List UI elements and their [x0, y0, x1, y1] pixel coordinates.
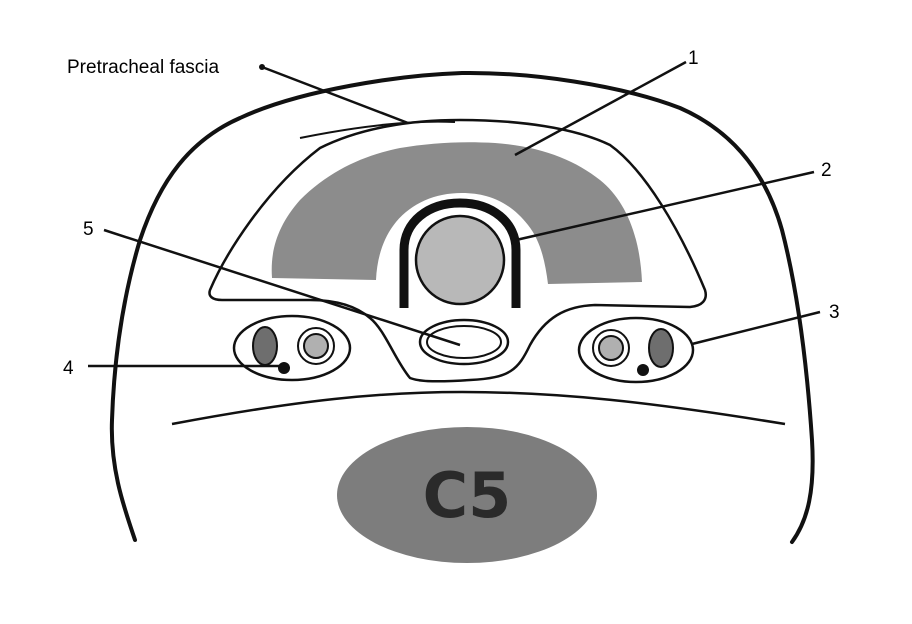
vertebra-label: C5: [423, 459, 512, 532]
jugular-vein-right: [648, 328, 674, 368]
esophagus-lumen: [426, 325, 502, 359]
label-1: 1: [688, 48, 699, 69]
leader-3: [691, 310, 821, 346]
vagus-nerve-right: [637, 364, 649, 376]
carotid-artery-left-inner: [303, 333, 329, 359]
label-2: 2: [821, 160, 832, 181]
label-3: 3: [829, 302, 840, 323]
neck-outline: [109, 70, 815, 544]
prevertebral-fascia-line: [171, 390, 786, 426]
pretracheal-fascia-outline: [208, 118, 707, 383]
label-4: 4: [63, 358, 74, 379]
leader-fascia: [261, 65, 409, 125]
leader-2: [515, 170, 815, 242]
fascia-line: [299, 120, 456, 139]
label-5: 5: [83, 219, 94, 240]
leader-1: [514, 60, 687, 157]
tracheal-cartilage: [399, 198, 521, 308]
label-pretracheal-fascia: Pretracheal fascia: [67, 57, 220, 78]
vagus-nerve-left: [278, 362, 290, 374]
leader-5: [103, 228, 461, 347]
jugular-vein-left: [252, 326, 278, 366]
vertebral-body: [337, 427, 597, 563]
trachea-lumen: [414, 214, 506, 306]
thyroid-gland: [271, 142, 642, 284]
leader-fascia-dot: [259, 64, 265, 70]
carotid-artery-right-inner: [598, 335, 624, 361]
